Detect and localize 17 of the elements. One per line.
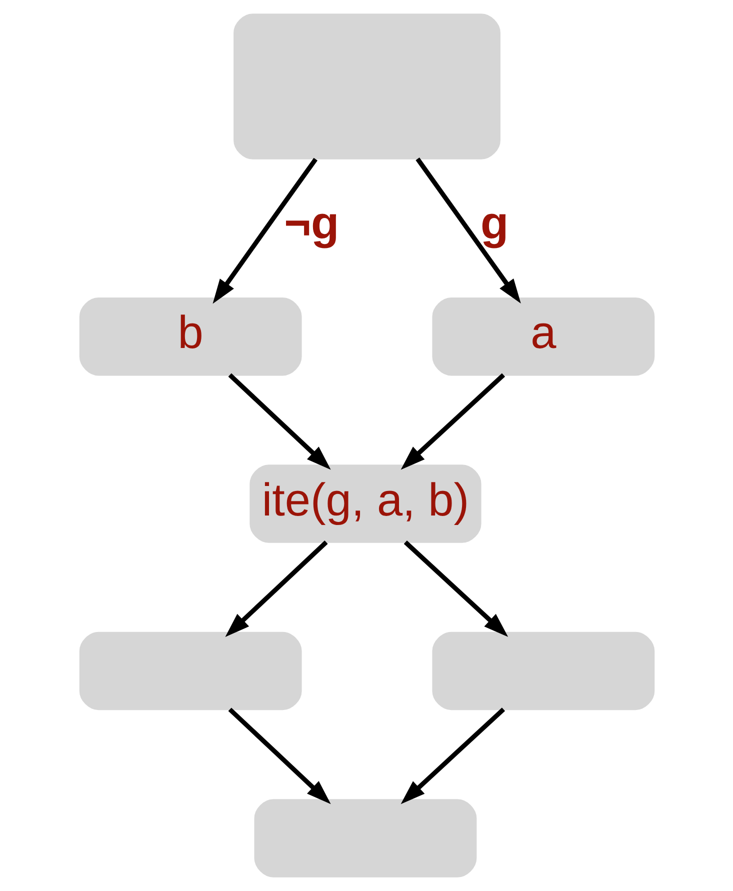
arrow bbox=[228, 708, 330, 804]
arrow bbox=[400, 708, 505, 804]
arrow bbox=[224, 540, 328, 637]
node-box bbox=[432, 632, 654, 710]
edge-label: g bbox=[480, 196, 508, 248]
node-box bbox=[233, 14, 500, 160]
node-box: a bbox=[432, 297, 654, 376]
arrow bbox=[415, 158, 520, 304]
node-box bbox=[78, 632, 302, 710]
node-box: b bbox=[78, 297, 302, 376]
arrow bbox=[403, 540, 508, 637]
edge-label: ¬g bbox=[284, 196, 339, 248]
node-box bbox=[254, 799, 476, 878]
node-box: ite(g, a, b) bbox=[249, 464, 481, 543]
arrow bbox=[228, 373, 330, 470]
arrow bbox=[212, 158, 318, 304]
arrow bbox=[400, 373, 505, 470]
